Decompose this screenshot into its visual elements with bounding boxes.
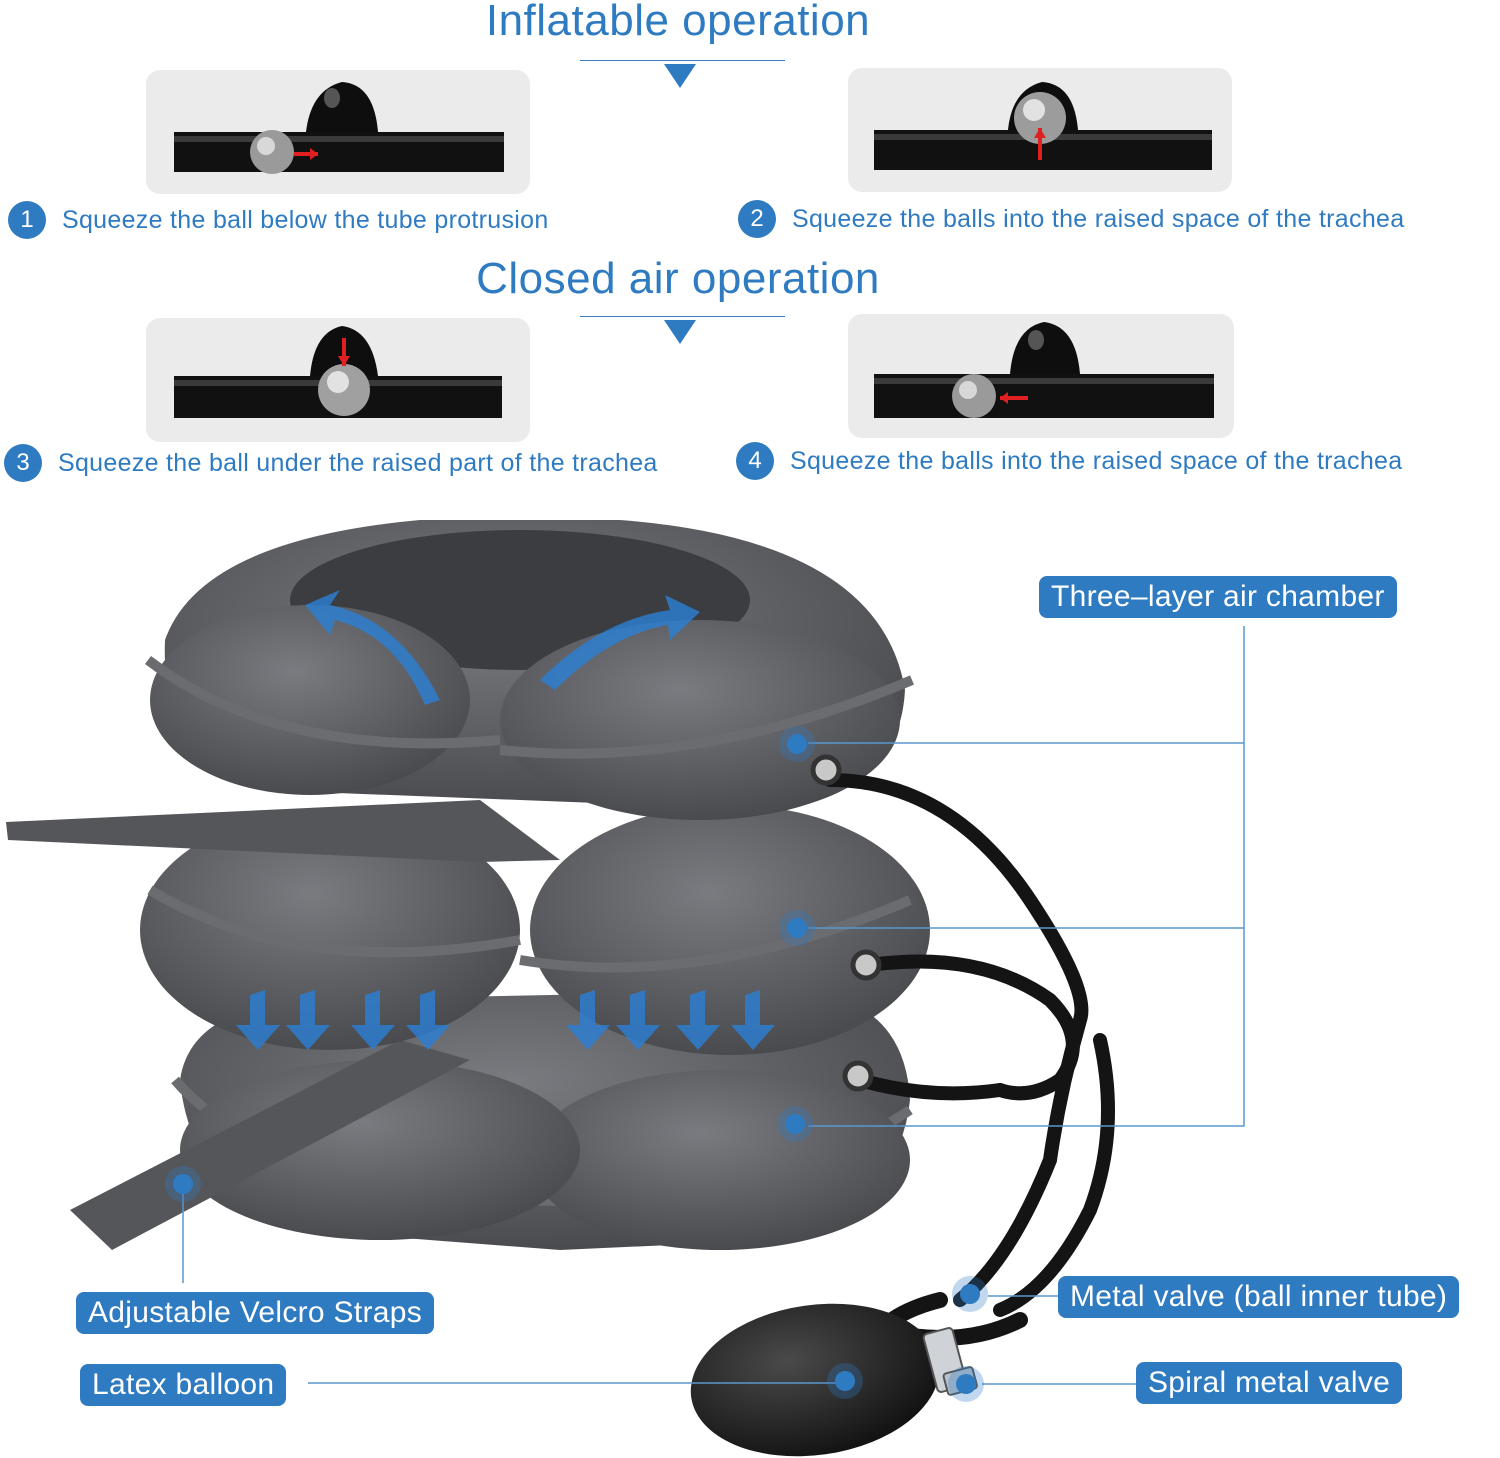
label-metal-valve: Metal valve (ball inner tube) (1058, 1276, 1460, 1318)
valve-panel-3 (146, 318, 530, 442)
title-arrow-closed (664, 320, 696, 344)
step-1-number-badge: 1 (8, 201, 46, 239)
air-tubes (823, 773, 1115, 1346)
label-adjustable-velcro-straps: Adjustable Velcro Straps (76, 1292, 435, 1334)
valve-panel-2 (848, 68, 1232, 192)
latex-balloon-shape (690, 1303, 940, 1457)
title-rule-inflatable (580, 60, 785, 61)
callout-dots (165, 726, 988, 1402)
step-4-text: Squeeze the balls into the raised space … (790, 446, 1403, 475)
valve-panel-1 (146, 70, 530, 194)
title-rule-closed (580, 316, 785, 317)
air-flow-arrows (236, 590, 775, 1050)
step-3-text: Squeeze the ball under the raised part o… (58, 448, 658, 477)
step-4-number-badge: 4 (736, 442, 774, 480)
title-closed-air-operation: Closed air operation (476, 254, 880, 303)
title-arrow-inflatable (664, 64, 696, 88)
title-inflatable-operation: Inflatable operation (485, 0, 871, 45)
label-three-layer-air-chamber: Three–layer air chamber (1039, 576, 1397, 618)
step-2-text: Squeeze the balls into the raised space … (792, 204, 1405, 233)
bottom-air-chamber (171, 990, 913, 1250)
step-2: 2 Squeeze the balls into the raised spac… (738, 200, 1404, 238)
step-1: 1 Squeeze the ball below the tube protru… (8, 201, 549, 239)
velcro-strap-lower (70, 1040, 470, 1250)
step-2-number-badge: 2 (738, 200, 776, 238)
step-3-number-badge: 3 (4, 444, 42, 482)
label-latex-balloon: Latex balloon (80, 1364, 287, 1406)
step-1-text: Squeeze the ball below the tube protrusi… (62, 205, 549, 234)
air-chamber-grommet-middle (850, 949, 882, 981)
air-chamber-grommet-bottom (842, 1060, 874, 1092)
velcro-strap-upper (6, 800, 560, 862)
air-chamber-grommet-top (810, 754, 842, 786)
valve-panel-4 (848, 314, 1234, 438)
step-4: 4 Squeeze the balls into the raised spac… (736, 442, 1402, 480)
top-air-chamber (144, 520, 914, 820)
label-spiral-metal-valve: Spiral metal valve (1136, 1362, 1403, 1404)
step-3: 3 Squeeze the ball under the raised part… (4, 444, 658, 482)
middle-air-chamber (140, 805, 930, 1055)
callout-lines (182, 626, 1245, 1385)
